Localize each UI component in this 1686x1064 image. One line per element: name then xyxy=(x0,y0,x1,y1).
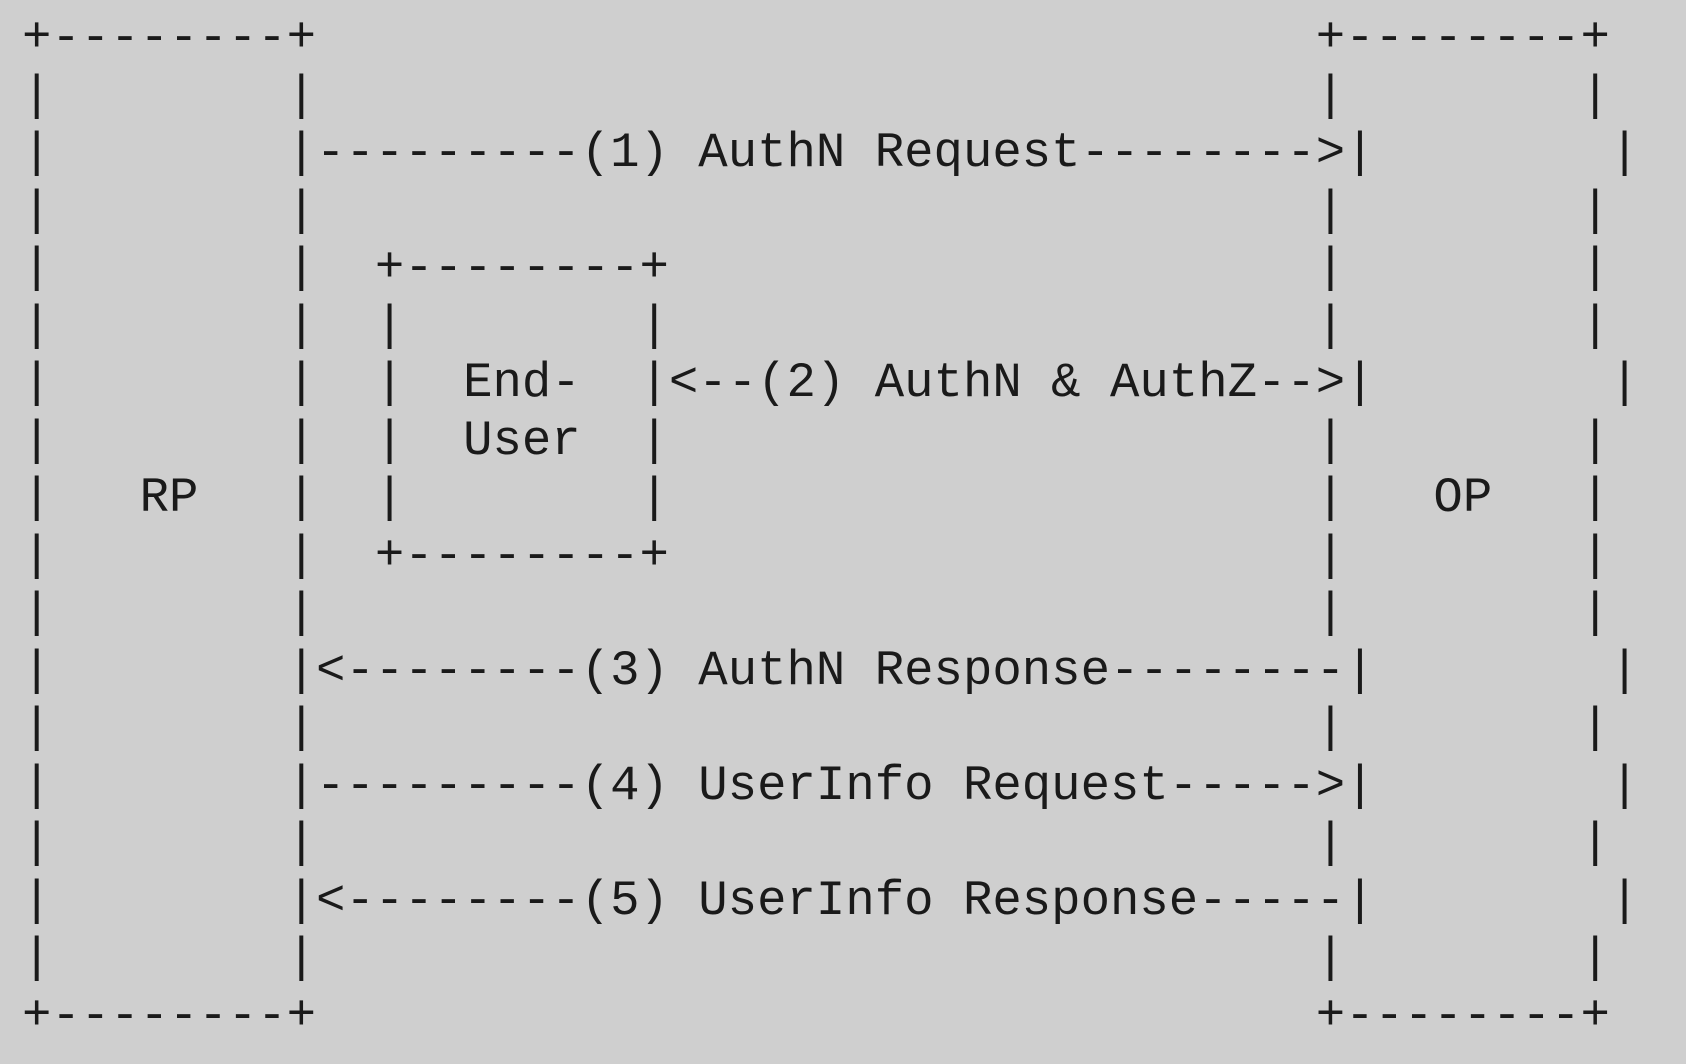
diagram-line: | | | | xyxy=(22,182,1610,239)
diagram-line: | | | | xyxy=(22,585,1610,641)
diagram-line: | | | | xyxy=(22,700,1610,756)
diagram-top-border: +--------+ +--------+ xyxy=(22,10,1610,66)
step-5-userinfo-response: | |<--------(5) UserInfo Response-----| … xyxy=(22,872,1640,929)
step-3-authn-response: | |<--------(3) AuthN Response--------| … xyxy=(22,642,1640,699)
step-4-userinfo-request: | |---------(4) UserInfo Request----->| … xyxy=(22,757,1640,814)
diagram-line: | | | | xyxy=(22,815,1610,871)
end-user-box-top: | | +--------+ | | xyxy=(22,240,1610,296)
diagram-line: | | | | | | xyxy=(22,297,1610,354)
ascii-sequence-diagram: +--------+ +--------+| | | || |---------… xyxy=(22,10,1639,1045)
rp-op-label-row: | RP | | | | OP | xyxy=(22,470,1610,526)
end-user-box-bottom: | | +--------+ | | xyxy=(22,527,1610,584)
diagram-bottom-border: +--------+ +--------+ xyxy=(22,987,1610,1044)
diagram-line: | | | | xyxy=(22,67,1610,124)
diagram-line: | | | | xyxy=(22,930,1610,986)
end-user-label-row: | | | User | | | xyxy=(22,412,1610,469)
step-2-authn-authz: | | | End- |<--(2) AuthN & AuthZ-->| | xyxy=(22,355,1640,411)
step-1-authn-request: | |---------(1) AuthN Request-------->| … xyxy=(22,125,1640,181)
